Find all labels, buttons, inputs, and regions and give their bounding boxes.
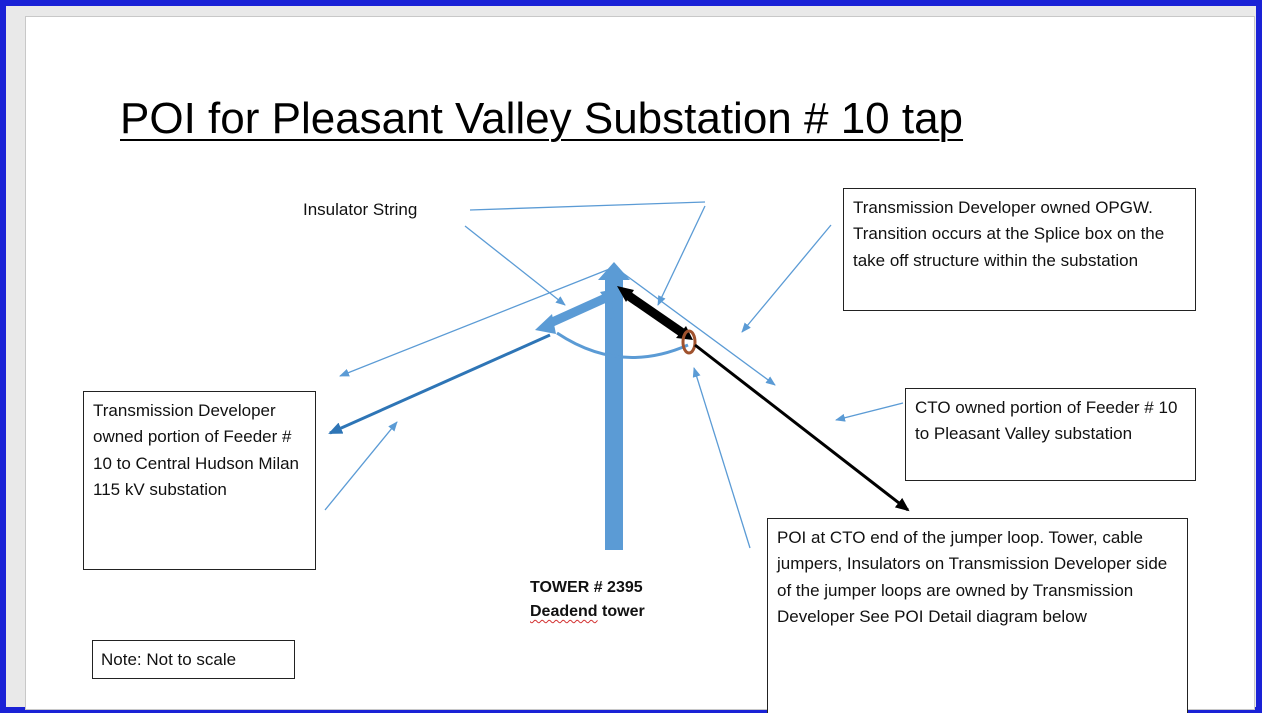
opgw-left-line (339, 267, 613, 377)
tower-label: TOWER # 2395 Deadend tower (530, 576, 645, 624)
callout-arrows (324, 201, 904, 549)
opgw-right-line (615, 267, 776, 386)
tower-type-label: Deadend tower (530, 600, 645, 624)
opgw-callout-box: Transmission Developer owned OPGW. Trans… (843, 188, 1196, 311)
cto-conductor-line (694, 343, 910, 512)
poi-ring-icon (681, 329, 697, 355)
poi-callout-box: POI at CTO end of the jumper loop. Tower… (767, 518, 1188, 713)
tower-pole (598, 262, 630, 550)
tower-number-label: TOWER # 2395 (530, 579, 643, 596)
slide-title: POI for Pleasant Valley Substation # 10 … (120, 94, 964, 143)
spellcheck-word: Deadend (530, 603, 598, 620)
insulator-string-left (535, 288, 620, 334)
scale-note-box: Note: Not to scale (92, 640, 295, 679)
tower-type-word: tower (597, 603, 645, 620)
developer-conductor-line (328, 333, 551, 435)
insulator-string-right (617, 286, 693, 340)
developer-feeder-callout-box: Transmission Developer owned portion of … (83, 391, 316, 570)
insulator-string-label: Insulator String (303, 200, 418, 219)
cto-feeder-callout-box: CTO owned portion of Feeder # 10 to Plea… (905, 388, 1196, 481)
jumper-loop (556, 331, 689, 359)
